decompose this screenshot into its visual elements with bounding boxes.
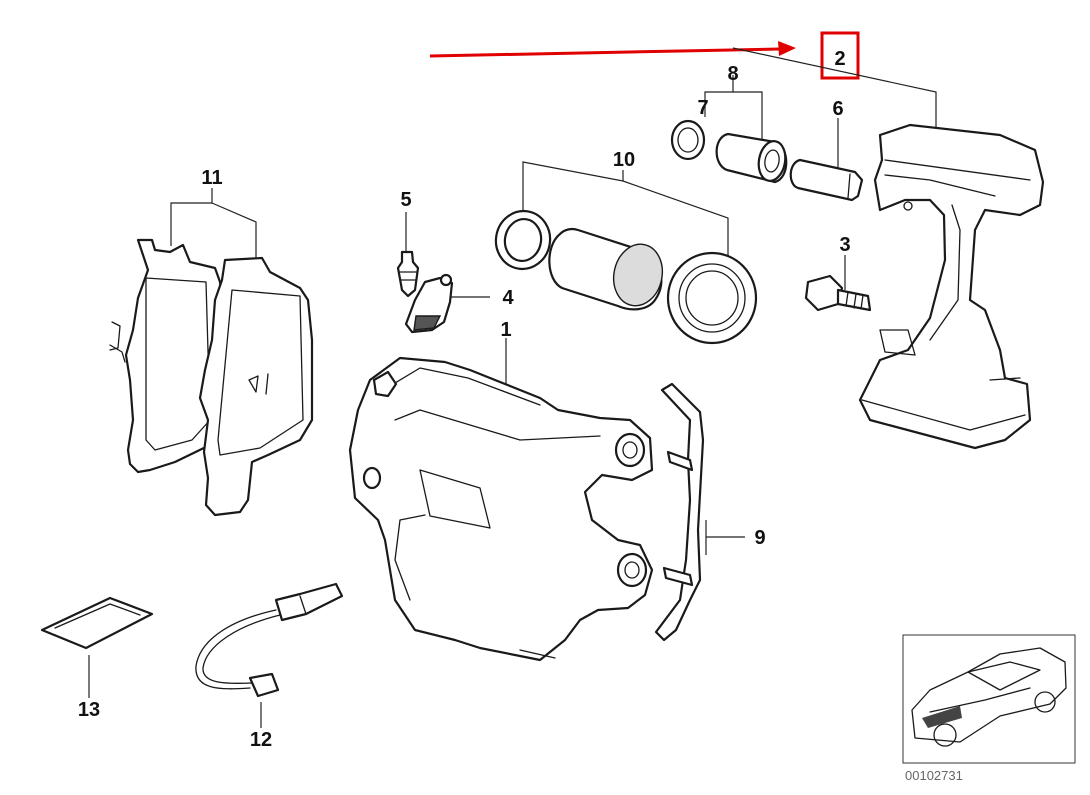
hex-bolt — [804, 274, 872, 312]
callout-11: 11 — [201, 167, 222, 189]
callout-12: 12 — [250, 729, 272, 751]
brake-pads — [109, 238, 314, 517]
highlight-arrow — [429, 41, 796, 58]
guide-bolt — [789, 158, 864, 202]
wear-sensor — [195, 582, 344, 698]
caliper-housing — [348, 356, 654, 662]
callout-1: 1 — [500, 319, 511, 341]
callout-7: 7 — [697, 97, 708, 119]
bleeder-screw — [396, 250, 420, 298]
leader-lines — [88, 47, 937, 728]
highlight-box-2 — [820, 31, 860, 80]
callout-13: 13 — [78, 699, 100, 721]
guide-bushes — [670, 119, 788, 184]
callout-2: 2 — [834, 48, 845, 70]
callout-10: 10 — [613, 149, 635, 171]
reference-code: 00102731 — [905, 768, 963, 783]
piston-set — [494, 209, 758, 345]
bracket-clip — [404, 273, 454, 334]
anti-rattle-spring — [654, 382, 705, 642]
callout-6: 6 — [832, 98, 843, 120]
callout-9: 9 — [754, 527, 765, 549]
callout-5: 5 — [400, 189, 411, 211]
caliper-carrier — [858, 123, 1045, 450]
callout-labels: 1 2 3 4 5 6 7 8 9 10 11 12 13 — [78, 48, 851, 751]
callout-4: 4 — [502, 287, 514, 309]
callout-8: 8 — [727, 63, 738, 85]
vehicle-thumbnail — [902, 634, 1076, 764]
grease-packet — [40, 596, 154, 650]
callout-3: 3 — [839, 234, 850, 256]
